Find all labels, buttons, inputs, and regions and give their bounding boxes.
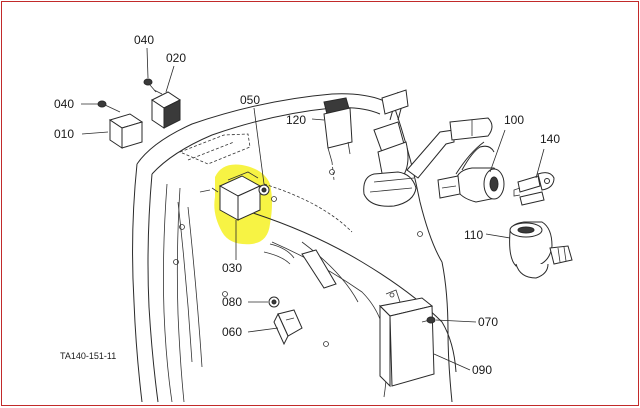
part-100-key-switch <box>437 141 505 203</box>
callout-110: 110 <box>464 228 483 242</box>
part-050-nut <box>258 184 270 196</box>
part-040-screw-top <box>143 78 157 93</box>
callout-090: 090 <box>472 363 492 377</box>
part-010-relay <box>108 113 144 149</box>
part-080-nut <box>268 296 280 308</box>
lever-arm <box>406 117 493 179</box>
callout-080: 080 <box>222 295 242 309</box>
callout-100: 100 <box>504 113 524 127</box>
callout-070: 070 <box>478 315 498 329</box>
callout-140: 140 <box>540 132 560 146</box>
part-040-screw-left <box>97 100 121 113</box>
callout-120: 120 <box>286 113 306 127</box>
part-060-buzzer <box>273 309 303 346</box>
callout-060: 060 <box>222 325 242 339</box>
document-code: TA140-151-11 <box>60 351 116 361</box>
part-090-box <box>378 289 435 388</box>
part-110-gauge <box>509 221 573 279</box>
callout-050: 050 <box>240 93 260 107</box>
callout-010: 010 <box>54 127 74 141</box>
leader-lines <box>81 47 545 371</box>
part-020-relay <box>151 89 181 129</box>
callout-040-left: 040 <box>54 97 74 111</box>
callout-020: 020 <box>166 51 186 65</box>
part-120-switch <box>323 97 353 181</box>
steering-column <box>363 89 417 207</box>
part-030-relay <box>211 171 262 221</box>
part-140-key <box>513 172 555 206</box>
callout-labels: 040 020 040 010 050 120 100 140 110 030 … <box>54 33 560 377</box>
part-070-bolt <box>421 316 436 324</box>
dashboard-panel <box>132 93 457 403</box>
callout-030: 030 <box>222 261 242 275</box>
callout-040-top: 040 <box>134 33 154 47</box>
